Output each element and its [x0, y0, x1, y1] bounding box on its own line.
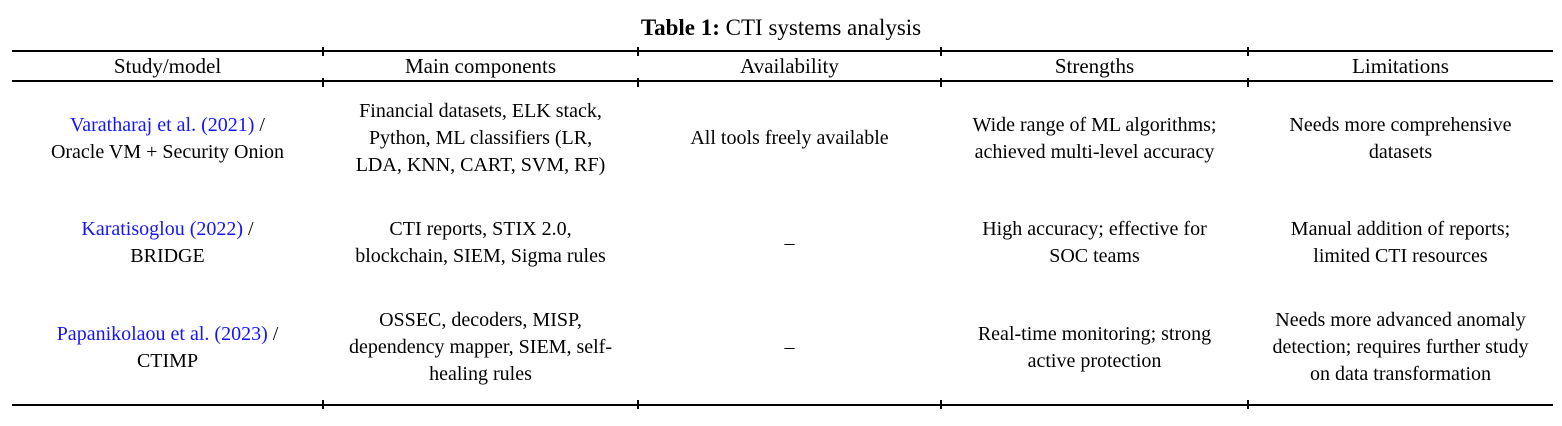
cell-availability: –	[784, 231, 795, 254]
table-caption-text: CTI systems analysis	[719, 15, 922, 40]
table-caption: Table 1: CTI systems analysis	[0, 0, 1562, 50]
column-divider-tick	[322, 47, 324, 56]
column-divider-tick	[637, 78, 639, 87]
citation-link[interactable]: Varatharaj et al. (2021)	[70, 113, 255, 136]
column-divider-tick	[322, 400, 324, 409]
cell-study-model: Karatisoglou (2022) / BRIDGE	[12, 195, 323, 291]
col-header-main-components: Main components	[323, 51, 638, 82]
study-model-text: / CTIMP	[136, 322, 279, 372]
cell-strengths: Wide range of ML algorithms; achieved mu…	[972, 113, 1217, 163]
table-row: Karatisoglou (2022) / BRIDGE CTI reports…	[12, 195, 1553, 291]
cell-availability: –	[784, 336, 795, 358]
col-header-strengths: Strengths	[941, 51, 1248, 82]
cell-availability: All tools freely available	[690, 127, 889, 149]
cti-systems-table: Study/model Main components Availability…	[12, 47, 1553, 409]
table-row: Papanikolaou et al. (2023) / CTIMP OSSEC…	[12, 291, 1553, 405]
column-divider-tick	[940, 400, 942, 409]
col-header-limitations: Limitations	[1248, 51, 1553, 82]
cell-limitations: Manual addition of reports; limited CTI …	[1290, 218, 1511, 267]
citation-link[interactable]: Papanikolaou et al. (2023)	[56, 322, 268, 345]
column-divider-tick	[637, 400, 639, 409]
cell-study-model: Papanikolaou et al. (2023) / CTIMP	[12, 291, 323, 405]
column-divider-tick	[1247, 78, 1249, 87]
cell-limitations: Needs more advanced anomaly detection; r…	[1272, 309, 1529, 385]
cell-main-components: CTI reports, STIX 2.0, blockchain, SIEM,…	[355, 218, 606, 267]
study-model-text: / Oracle VM + Security Onion	[50, 113, 285, 163]
cell-main-components: Financial datasets, ELK stack, Python, M…	[355, 100, 606, 176]
column-divider-tick	[322, 78, 324, 87]
cell-limitations: Needs more comprehensive datasets	[1289, 113, 1512, 163]
column-divider-tick	[940, 78, 942, 87]
citation-link[interactable]: Karatisoglou (2022)	[81, 218, 244, 240]
header-row: Study/model Main components Availability…	[12, 51, 1553, 82]
cell-study-model: Varatharaj et al. (2021) / Oracle VM + S…	[12, 81, 323, 195]
table-row: Varatharaj et al. (2021) / Oracle VM + S…	[12, 81, 1553, 195]
data-table: Study/model Main components Availability…	[12, 50, 1553, 406]
column-divider-tick	[1247, 400, 1249, 409]
cell-strengths: Real-time monitoring; strong active prot…	[977, 322, 1212, 372]
col-header-study-model: Study/model	[12, 51, 323, 82]
column-divider-tick	[637, 47, 639, 56]
study-model-text: / BRIDGE	[130, 218, 254, 267]
column-divider-tick	[940, 47, 942, 56]
cell-strengths: High accuracy; effective for SOC teams	[982, 218, 1207, 267]
col-header-availability: Availability	[638, 51, 941, 82]
cell-main-components: OSSEC, decoders, MISP, dependency mapper…	[349, 309, 612, 385]
column-divider-tick	[1247, 47, 1249, 56]
table-caption-label: Table 1:	[640, 15, 720, 40]
